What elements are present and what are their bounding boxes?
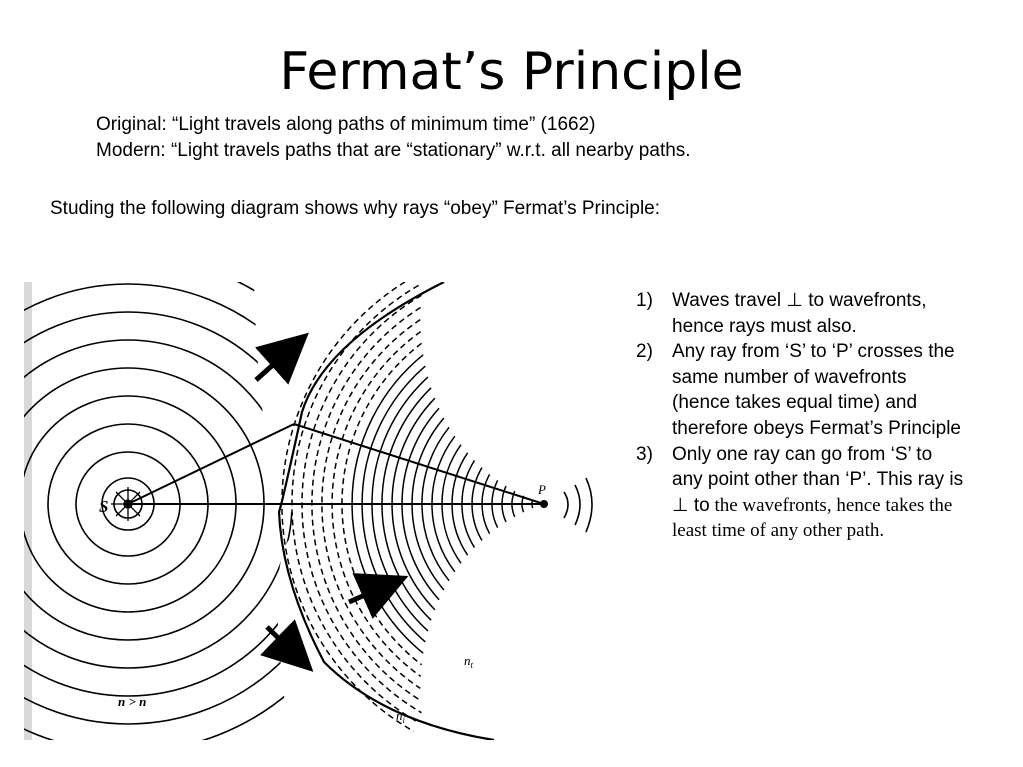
wavefront-diagram: S P nt ni n > n — [24, 282, 593, 740]
wavefront-circle — [24, 283, 302, 725]
item-number: 3) — [636, 443, 653, 465]
point-label: P — [537, 482, 546, 497]
index-inequality: n > n — [118, 694, 146, 709]
item-text: Only one ray can go from ‘S’ to any poin… — [672, 443, 964, 516]
item-text: Any ray from ‘S’ to ‘P’ crosses the same… — [672, 341, 961, 439]
wavefront-circle — [24, 311, 302, 697]
source-point — [111, 487, 145, 521]
converging-wavefronts — [281, 282, 534, 732]
original-definition: Original: “Light travels along paths of … — [96, 114, 596, 135]
nt-label-sub: t — [471, 660, 474, 670]
wavefront-arc — [321, 318, 421, 690]
ni-label-sub: i — [403, 715, 406, 725]
ni-label-n: n — [396, 708, 403, 723]
nt-label: nt — [464, 653, 474, 670]
scan-edge — [24, 282, 32, 740]
modern-definition: Modern: “Light travels paths that are “s… — [96, 140, 691, 161]
propagation-arrows — [254, 332, 409, 672]
explanation-list: 1) Waves travel ⊥ to wavefronts, hence r… — [636, 288, 966, 544]
focus-point — [540, 500, 548, 508]
item-text-serif: the wavefronts, hence takes the least ti… — [672, 494, 953, 542]
nt-label-n: n — [464, 653, 471, 668]
ni-label: ni — [396, 708, 406, 725]
intro-text: Studing the following diagram shows why … — [50, 198, 661, 219]
spherical-wavefronts — [24, 282, 302, 740]
slide-title: Fermat’s Principle — [279, 42, 744, 102]
interface-curve — [277, 282, 495, 740]
list-item: 2) Any ray from ‘S’ to ‘P’ crosses the s… — [636, 339, 966, 441]
item-number: 2) — [636, 341, 653, 363]
outgoing-wavefronts — [563, 477, 593, 533]
list-item: 3) Only one ray can go from ‘S’ to any p… — [636, 442, 966, 544]
item-number: 1) — [636, 290, 653, 311]
source-label: S — [99, 497, 108, 516]
item-text: Waves travel ⊥ to wavefronts, hence rays… — [672, 290, 927, 337]
rays — [127, 423, 545, 505]
list-item: 1) Waves travel ⊥ to wavefronts, hence r… — [636, 288, 966, 339]
